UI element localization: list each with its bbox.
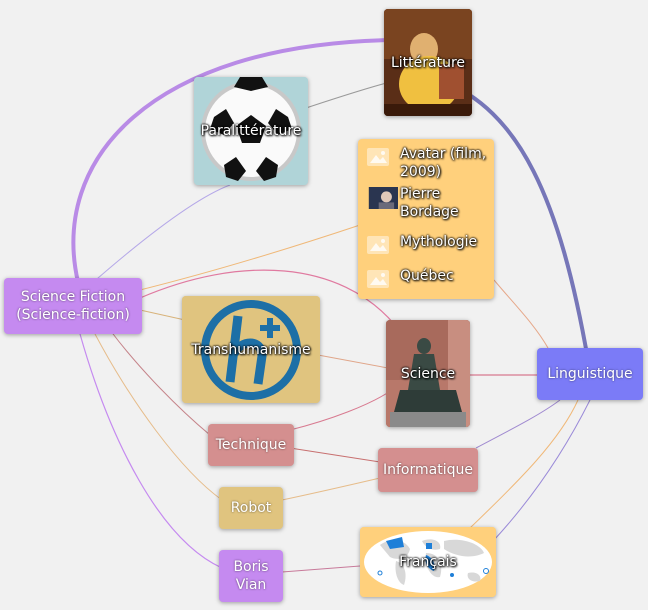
- edge-technique-science: [289, 389, 393, 431]
- list-item-avatar[interactable]: Avatar (film, 2009): [366, 145, 492, 181]
- list-item-label: Pierre Bordage: [400, 186, 459, 220]
- node-label: Science Fiction (Science-fiction): [16, 289, 130, 323]
- edge-borisvian-francais: [281, 565, 361, 573]
- edge-informatique-linguistique: [475, 399, 561, 449]
- edge-paralitterature-litterature: [299, 81, 391, 111]
- edge-scifi-borisvian: [79, 333, 223, 569]
- image-placeholder-icon: [367, 270, 389, 288]
- edge-scifi-transhumanisme: [139, 309, 186, 321]
- edge-scifi-litterature: [71, 38, 391, 283]
- node-francais[interactable]: Français: [360, 527, 496, 597]
- edge-robot-informatique: [281, 477, 381, 501]
- transhumanism-logo-icon: [182, 296, 320, 403]
- list-item-mythologie[interactable]: Mythologie: [366, 233, 492, 255]
- node-label: Littérature: [390, 54, 466, 71]
- edge-scifi-robot: [94, 333, 223, 501]
- node-label: Science: [400, 365, 456, 382]
- image-placeholder-icon: [367, 236, 389, 254]
- list-item-quebec[interactable]: Québec: [366, 267, 492, 289]
- node-label: Linguistique: [547, 366, 633, 382]
- node-technique[interactable]: Technique: [208, 424, 294, 466]
- node-label: Paralittérature: [200, 123, 302, 139]
- node-transhumanisme[interactable]: Transhumanisme: [182, 296, 320, 403]
- image-placeholder-icon: [367, 148, 389, 166]
- node-label: Technique: [215, 437, 287, 453]
- edge-technique-informatique: [289, 447, 381, 463]
- node-informatique[interactable]: Informatique: [378, 448, 478, 492]
- world-map-image: [360, 527, 496, 597]
- node-label: Français: [399, 554, 457, 570]
- node-label: Boris Vian: [233, 559, 269, 593]
- node-label: Robot: [230, 500, 272, 516]
- statue-science-image: [386, 320, 470, 427]
- node-label: Transhumanisme: [191, 341, 311, 358]
- node-list-related: Avatar (film, 2009) Pierre Bordage Mytho…: [358, 139, 494, 299]
- edge-francais-linguistique-2: [493, 399, 591, 541]
- edge-scifi-science: [139, 269, 396, 326]
- node-robot[interactable]: Robot: [219, 487, 283, 529]
- edge-scifi-paralitterature: [89, 184, 231, 286]
- node-linguistique[interactable]: Linguistique: [537, 348, 643, 400]
- edge-list-linguistique: [493, 279, 549, 349]
- list-item-label: Québec: [400, 268, 454, 284]
- edge-francais-linguistique: [469, 399, 579, 529]
- node-science[interactable]: Science: [386, 320, 470, 427]
- node-paralitterature[interactable]: Paralittérature: [194, 77, 308, 185]
- list-item-pierre-bordage[interactable]: Pierre Bordage: [366, 185, 492, 221]
- edge-scifi-list: [139, 224, 361, 291]
- node-boris-vian[interactable]: Boris Vian: [219, 550, 283, 602]
- portrait-photo-icon: [368, 187, 398, 209]
- list-item-label: Avatar (film, 2009): [400, 146, 487, 180]
- edge-scifi-technique: [109, 329, 211, 436]
- node-label: Informatique: [383, 462, 473, 478]
- edge-transhumanisme-science: [317, 354, 389, 369]
- node-science-fiction[interactable]: Science Fiction (Science-fiction): [4, 278, 142, 334]
- node-litterature[interactable]: Littérature: [384, 9, 472, 116]
- list-item-label: Mythologie: [400, 234, 478, 250]
- soccer-ball-icon: [194, 77, 308, 185]
- painting-reader-image: [384, 9, 472, 116]
